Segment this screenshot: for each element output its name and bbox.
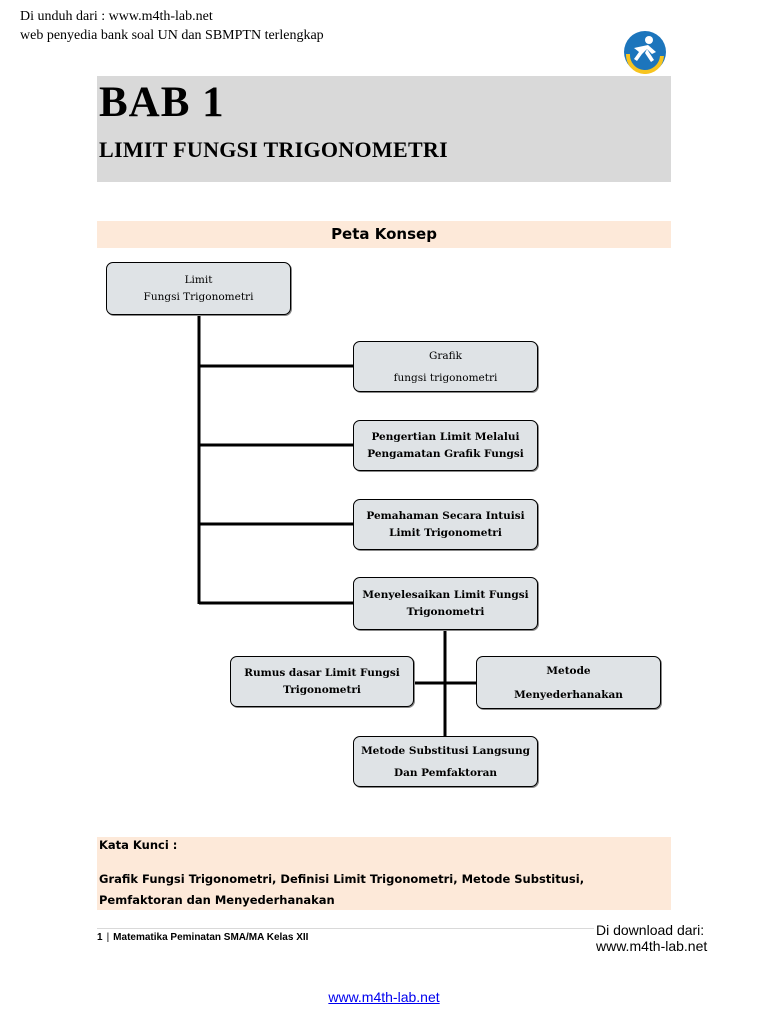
page-footer: 1|Matematika Peminatan SMA/MA Kelas XII	[97, 928, 671, 947]
keywords-label: Kata Kunci :	[99, 838, 178, 852]
node-rumus-dasar: Rumus dasar Limit Fungsi Trigonometri	[230, 656, 414, 707]
node-menyelesaikan-limit: Menyelesaikan Limit Fungsi Trigonometri	[353, 577, 538, 630]
node-grafik: Grafik fungsi trigonometri	[353, 341, 538, 392]
root-node-limit: Limit Fungsi Trigonometri	[106, 262, 291, 315]
node-pemahaman-intuisi: Pemahaman Secara Intuisi Limit Trigonome…	[353, 499, 538, 550]
book-title: Matematika Peminatan SMA/MA Kelas XII	[113, 932, 309, 943]
page-number: 1	[97, 932, 103, 943]
tut-wuri-handayani-logo	[622, 30, 668, 75]
keywords-text: Grafik Fungsi Trigonometri, Definisi Lim…	[99, 872, 585, 907]
chapter-title: LIMIT FUNGSI TRIGONOMETRI	[99, 137, 448, 162]
footer-separator: |	[106, 932, 110, 943]
chapter-header: BAB 1 LIMIT FUNGSI TRIGONOMETRI	[97, 76, 671, 182]
node-pengertian-limit: Pengertian Limit Melalui Pengamatan Graf…	[353, 420, 538, 471]
node-metode-substitusi: Metode Substitusi Langsung Dan Pemfaktor…	[353, 736, 538, 787]
download-note: Di download dari: www.m4th-lab.net	[594, 922, 708, 954]
bottom-link[interactable]: www.m4th-lab.net	[328, 989, 440, 1005]
chapter-number: BAB 1	[99, 79, 225, 126]
concept-map-heading: Peta Konsep	[97, 221, 671, 248]
header-source-line: Di unduh dari : www.m4th-lab.net	[20, 9, 213, 24]
keywords-box: Kata Kunci : Grafik Fungsi Trigonometri,…	[97, 837, 671, 910]
header-tagline: web penyedia bank soal UN dan SBMPTN ter…	[20, 28, 324, 43]
node-metode-menyederhanakan: Metode Menyederhanakan	[476, 656, 661, 709]
